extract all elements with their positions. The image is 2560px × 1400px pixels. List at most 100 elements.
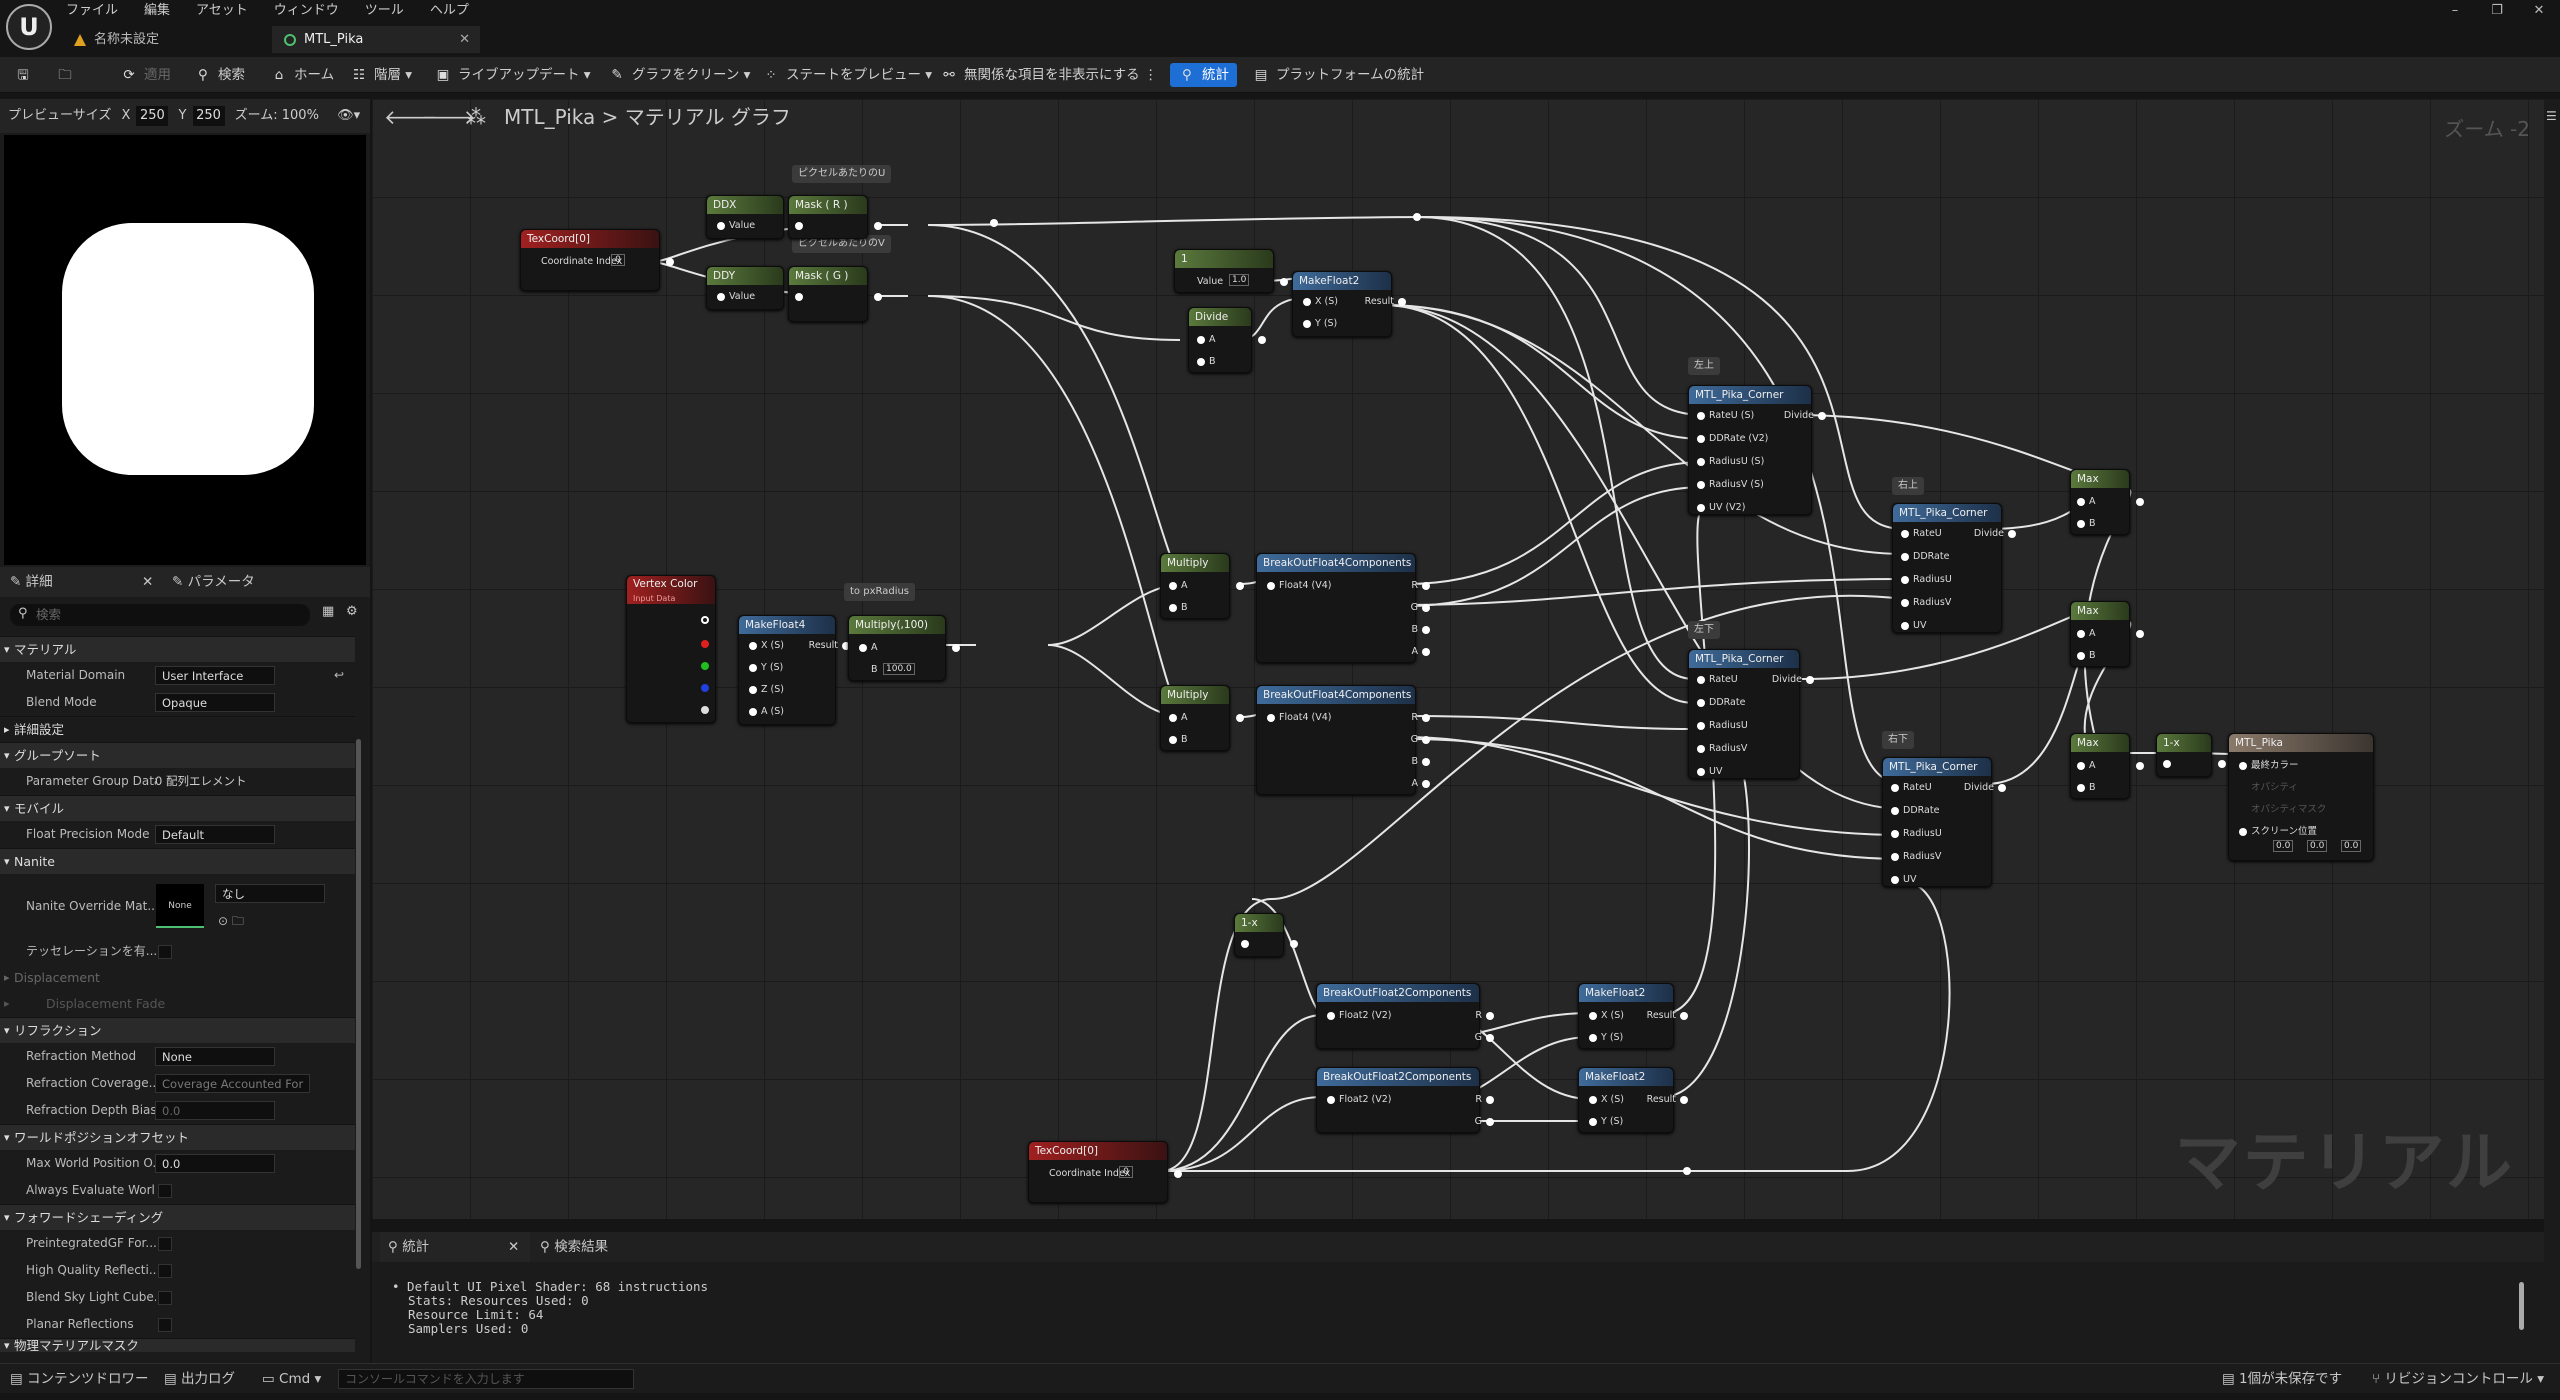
preview-y-input[interactable]: 250 [192, 106, 225, 126]
pin-r[interactable]: R [1411, 712, 1429, 723]
pin-rateu[interactable]: RateU [1697, 674, 1738, 685]
pin-radiusu[interactable]: RadiusU [1697, 720, 1748, 731]
menu-asset[interactable]: アセット [196, 3, 248, 18]
pregf-checkbox[interactable] [158, 1237, 172, 1251]
unsaved-button[interactable]: ▤ 1個が未保存です [2222, 1371, 2343, 1387]
nanite-thumbnail[interactable]: None [156, 884, 204, 928]
pin-a[interactable]: A [1411, 778, 1429, 789]
reroute-knot[interactable] [1683, 1167, 1691, 1175]
pin-b[interactable]: B [1169, 734, 1188, 745]
close-stats-icon[interactable]: ✕ [508, 1239, 520, 1255]
hide-unrelated-button[interactable]: ⚯無関係な項目を非表示にする ⋮ [940, 63, 1157, 87]
section-mobile[interactable]: モバイル [0, 795, 355, 822]
pin-b[interactable]: B [1169, 602, 1188, 613]
breadcrumb-asset[interactable]: MTL_Pika [504, 105, 596, 129]
node-one-minus-out[interactable]: 1-x [2156, 733, 2226, 777]
pin-result[interactable]: Result [808, 640, 851, 651]
section-nanite[interactable]: Nanite [0, 848, 355, 875]
pin-b[interactable]: B [1411, 624, 1429, 635]
comment-u[interactable]: ピクセルあたりのU [792, 165, 892, 183]
pin-x[interactable]: X (S) [1589, 1010, 1624, 1021]
pin-r[interactable]: R [1475, 1010, 1493, 1021]
eye-icon[interactable]: 👁▾ [337, 108, 361, 123]
pin-g[interactable]: G [1474, 1032, 1496, 1043]
pin-z[interactable]: Z (S) [749, 684, 784, 695]
pin-radiusv[interactable]: RadiusV [1900, 597, 1952, 608]
pin-ddrate[interactable]: DDRate (V2) [1696, 433, 1769, 444]
pin-float4[interactable]: Float4 (V4) [1266, 712, 1332, 723]
pin-a[interactable]: A [2077, 628, 2096, 639]
pin-a[interactable]: A [1197, 334, 1216, 345]
pin-b[interactable]: B [2077, 650, 2096, 661]
pin-result[interactable]: Result [1646, 1094, 1689, 1105]
details-search-input[interactable]: 検索 [10, 604, 310, 626]
maximize-button[interactable]: ❐ [2491, 3, 2503, 18]
pin-radiusu[interactable]: RadiusU [1891, 828, 1942, 839]
pin-screen-pos[interactable]: スクリーン位置 [2238, 826, 2318, 837]
comment-bottom-right[interactable]: 右下 [1882, 731, 1914, 749]
pin-x[interactable]: X (S) [749, 640, 784, 651]
pin-g[interactable]: G [1410, 734, 1432, 745]
blend-mode-select[interactable]: Opaque [155, 693, 275, 712]
menu-edit[interactable]: 編集 [144, 3, 171, 18]
material-graph[interactable]: 🡐 🡒 ⁂ MTL_Pika > マテリアル グラフ ズーム -2 [372, 99, 2544, 1219]
tab-details[interactable]: ✎ 詳細 [10, 574, 53, 590]
pin-divide[interactable]: Divide [1963, 782, 2007, 793]
content-drawer-button[interactable]: ▤ コンテンツドロワー [10, 1371, 149, 1387]
pin-float4[interactable]: Float4 (V4) [1266, 580, 1332, 591]
home-button[interactable]: ⌂ホーム [270, 63, 334, 87]
close-window-button[interactable]: ✕ [2533, 3, 2545, 18]
screen-pos-y[interactable]: 0.0 [2307, 840, 2328, 852]
menu-file[interactable]: ファイル [66, 3, 119, 18]
comment-pxradius[interactable]: to pxRadius [844, 583, 916, 601]
revision-control-button[interactable]: ⑂ リビジョンコントロール ▾ [2372, 1371, 2544, 1387]
pin-radiusu[interactable]: RadiusU (S) [1696, 456, 1765, 467]
tab-mtl-pika[interactable]: MTL_Pika ✕ [272, 26, 480, 53]
pin-r[interactable]: R [1475, 1094, 1493, 1105]
palette-icon[interactable]: ☰ [2546, 109, 2557, 123]
console-input[interactable]: コンソールコマンドを入力します [338, 1369, 634, 1389]
tab-parameters[interactable]: ✎ パラメータ [172, 574, 255, 590]
output-pin[interactable] [701, 616, 709, 624]
pin-final-color[interactable]: 最終カラー [2239, 760, 2299, 771]
settings-gear-icon[interactable]: ⚙ [346, 604, 358, 619]
pin-rateu[interactable]: RateU (S) [1696, 410, 1755, 421]
pin-divide[interactable]: Divide [1973, 528, 2017, 539]
constant-value[interactable]: 1.0 [1229, 274, 1250, 286]
output-log-button[interactable]: ▤ 出力ログ [164, 1371, 236, 1387]
pin-rateu[interactable]: RateU [1901, 528, 1942, 539]
close-details-icon[interactable]: ✕ [142, 574, 154, 590]
preview-x-input[interactable]: 250 [136, 106, 169, 126]
section-group-sort[interactable]: グループソート [0, 742, 355, 769]
max-wpo-input[interactable]: 0.0 [155, 1154, 275, 1173]
output-pin-b[interactable] [701, 684, 709, 692]
pin-uv[interactable]: UV [1890, 874, 1917, 885]
pin-radiusv[interactable]: RadiusV [1890, 851, 1942, 862]
menu-tools[interactable]: ツール [364, 3, 404, 18]
coord-index-value[interactable]: 0 [611, 254, 625, 266]
pin-result[interactable]: Result [1364, 296, 1407, 307]
refraction-coverage-select[interactable]: Coverage Accounted For [155, 1074, 311, 1093]
reroute-knot[interactable] [1413, 213, 1421, 221]
section-advanced[interactable]: 詳細設定 [0, 716, 355, 743]
pin-float2[interactable]: Float2 (V2) [1326, 1094, 1392, 1105]
pin-b[interactable]: B [2077, 518, 2096, 529]
pin-x[interactable]: X (S) [1303, 296, 1338, 307]
output-pin-a[interactable] [701, 706, 709, 714]
pin-a[interactable]: A [859, 642, 878, 653]
search-button[interactable]: ⚲検索 [194, 63, 245, 87]
b-value[interactable]: 100.0 [883, 663, 915, 675]
